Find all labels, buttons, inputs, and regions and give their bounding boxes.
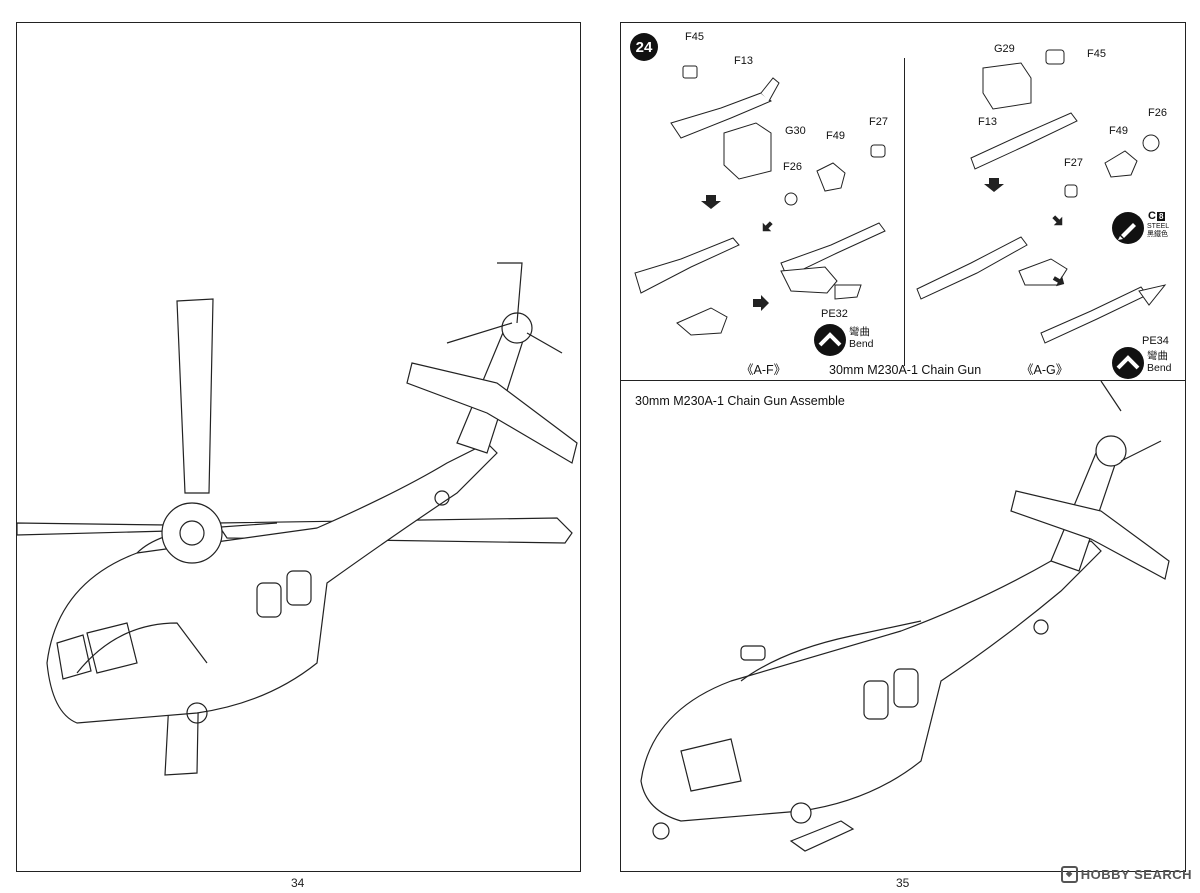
part-label-g29: G29 bbox=[994, 43, 1015, 55]
step-number-badge: 24 bbox=[630, 33, 658, 61]
part-label-f27-a: F27 bbox=[869, 116, 888, 128]
step-divider bbox=[904, 58, 905, 366]
bend-icon bbox=[814, 324, 846, 356]
bend-label-en: Bend bbox=[1147, 362, 1172, 374]
bend-label-cn: 彎曲 bbox=[849, 326, 870, 338]
watermark: ◆HOBBY SEARCH bbox=[1060, 866, 1192, 883]
bend-label-left: 彎曲 Bend bbox=[849, 326, 874, 350]
arrow-icon bbox=[984, 178, 1004, 192]
variant-label-ag: 《A-G》 bbox=[1021, 363, 1069, 377]
part-label-f26-b: F26 bbox=[1148, 107, 1167, 119]
arrow-icon bbox=[753, 295, 769, 311]
left-page-frame bbox=[16, 22, 581, 872]
right-page: 24 F45 F13 G30 F49 F27 F26 PE32 G29 F45 … bbox=[600, 0, 1200, 893]
watermark-text: HOBBY SEARCH bbox=[1080, 867, 1192, 882]
bend-label-en: Bend bbox=[849, 338, 874, 350]
helicopter-illustration-left bbox=[16, 262, 578, 776]
part-label-g30: G30 bbox=[785, 125, 806, 137]
arrow-icon bbox=[701, 195, 721, 209]
left-page: 34 bbox=[16, 22, 581, 890]
step-24-frame: 24 F45 F13 G30 F49 F27 F26 PE32 G29 F45 … bbox=[620, 22, 1186, 382]
page-number-left: 34 bbox=[291, 876, 305, 890]
part-label-f45-b: F45 bbox=[1087, 48, 1106, 60]
bend-label-right: 彎曲 Bend bbox=[1147, 350, 1172, 374]
part-label-f27-b: F27 bbox=[1064, 157, 1083, 169]
bend-icon bbox=[1112, 347, 1144, 379]
helicopter-illustration-right bbox=[640, 380, 1170, 852]
part-label-f13-b: F13 bbox=[978, 116, 997, 128]
paint-name-en: STEEL bbox=[1147, 223, 1170, 230]
part-label-pe32: PE32 bbox=[821, 308, 848, 320]
paint-code-letter: C bbox=[1148, 210, 1156, 222]
parts-drawing bbox=[634, 49, 1167, 344]
page-number-right: 35 bbox=[896, 876, 910, 890]
paint-brush-icon bbox=[1112, 212, 1144, 244]
variant-label-af: 《A-F》 bbox=[741, 363, 787, 377]
hobby-search-logo-icon: ◆ bbox=[1060, 866, 1078, 883]
assembled-frame: 30mm M230A-1 Chain Gun Assemble bbox=[620, 380, 1186, 872]
arrow-icon bbox=[762, 221, 773, 232]
part-label-f13-a: F13 bbox=[734, 55, 753, 67]
paint-name: STEEL 黑鐵色 bbox=[1147, 223, 1169, 239]
bend-label-cn: 彎曲 bbox=[1147, 350, 1168, 362]
paint-code-number: 8 bbox=[1156, 212, 1166, 221]
part-label-pe34: PE34 bbox=[1142, 335, 1169, 347]
paint-name-cn: 黑鐵色 bbox=[1147, 231, 1168, 238]
step-title: 30mm M230A-1 Chain Gun bbox=[829, 363, 982, 377]
arrow-icon bbox=[1052, 215, 1063, 226]
part-label-f45-a: F45 bbox=[685, 31, 704, 43]
arrow-icon bbox=[1052, 275, 1065, 287]
part-label-f49-b: F49 bbox=[1109, 125, 1128, 137]
part-label-f49-a: F49 bbox=[826, 130, 845, 142]
assembled-caption: 30mm M230A-1 Chain Gun Assemble bbox=[635, 394, 845, 408]
part-label-f26-a: F26 bbox=[783, 161, 802, 173]
